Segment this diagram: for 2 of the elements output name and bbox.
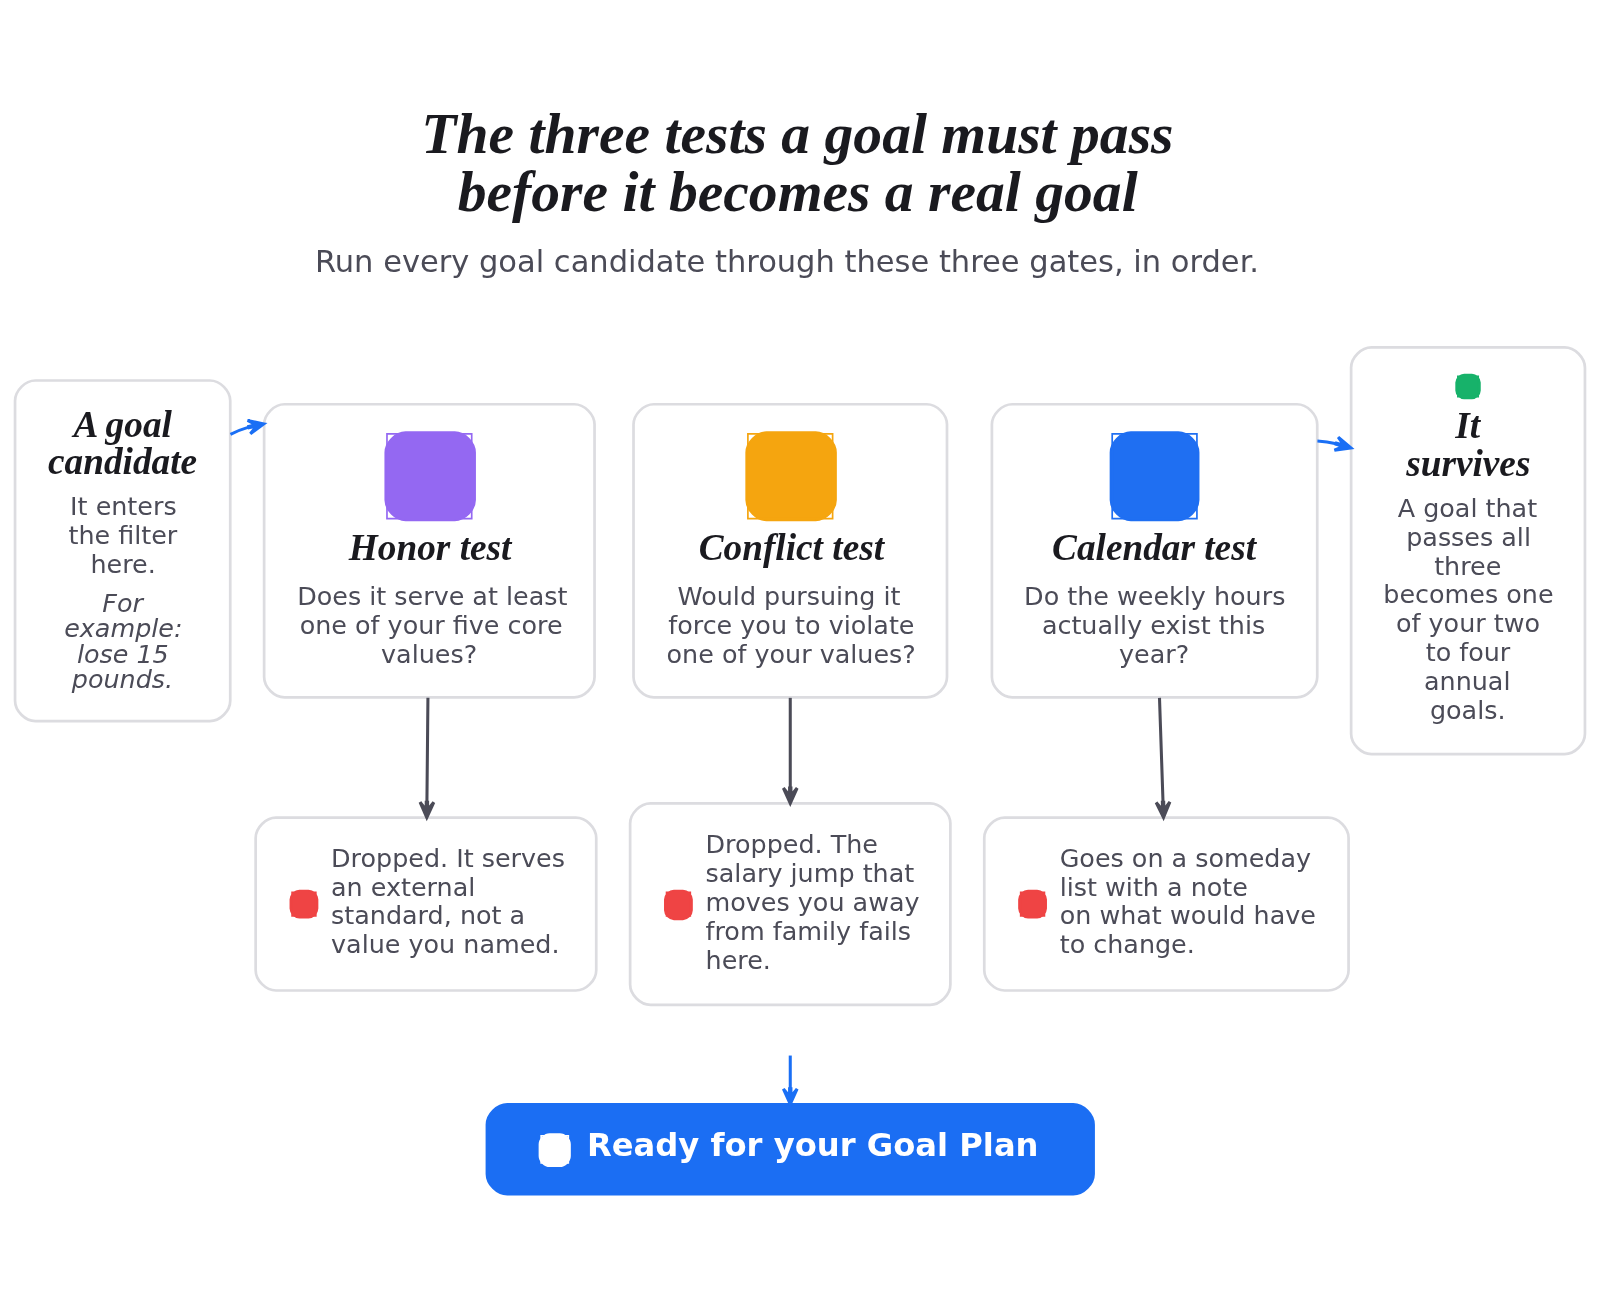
label: Run every goal candidate through these three gates, in order.: [314, 243, 1260, 279]
diagram-title: The three tests a goal must pass before it becomes a real goal: [421, 101, 1174, 223]
